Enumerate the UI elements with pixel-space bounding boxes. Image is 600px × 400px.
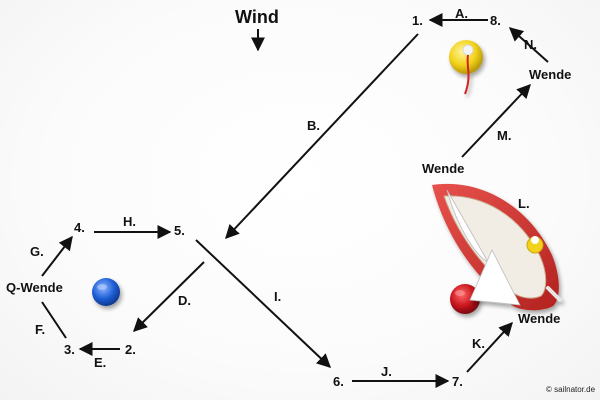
boat-rudder [546, 286, 562, 302]
point-1-label: 1. [412, 13, 423, 28]
point-7-label: 7. [452, 374, 463, 389]
wende-top-label: Wende [529, 67, 571, 82]
leg-g-arrow [41, 235, 73, 277]
leg-b-arrow [225, 33, 419, 240]
leg-k-arrow [466, 321, 513, 373]
sailboat-model [432, 183, 562, 311]
point-3-label: 3. [64, 342, 75, 357]
leg-e-label: E. [94, 355, 106, 370]
leg-d-label: D. [178, 293, 191, 308]
wende-mid-label: Wende [422, 161, 464, 176]
leg-n-label: N. [524, 37, 537, 52]
leg-k-label: K. [472, 336, 485, 351]
leg-m-arrow [461, 83, 531, 158]
point-5-label: 5. [174, 223, 185, 238]
q-wende-label: Q-Wende [6, 280, 63, 295]
leg-i-label: I. [274, 289, 281, 304]
leg-d-arrow [133, 261, 205, 332]
leg-f-arrow [41, 301, 67, 339]
leg-n-arrow [508, 27, 549, 63]
wind-title: Wind [235, 7, 279, 27]
point-4-label: 4. [74, 220, 85, 235]
point-8-label: 8. [490, 13, 501, 28]
leg-h-label: H. [123, 214, 136, 229]
copyright-credit: © sailnator.de [546, 385, 596, 394]
red-buoy [450, 284, 480, 314]
leg-a-label: A. [455, 6, 468, 21]
leg-f-label: F. [35, 322, 45, 337]
yellow-buoy [449, 40, 483, 95]
leg-m-label: M. [497, 128, 511, 143]
point-6-label: 6. [333, 374, 344, 389]
point-2-label: 2. [125, 342, 136, 357]
blue-buoy [92, 278, 120, 306]
boat-deck [443, 195, 547, 299]
leg-b-label: B. [307, 118, 320, 133]
leg-j-label: J. [381, 364, 392, 379]
leg-i-arrow [195, 239, 332, 368]
leg-l-label: L. [518, 196, 530, 211]
boat-jib [469, 249, 521, 306]
leg-g-label: G. [30, 244, 44, 259]
wende-bottom-label: Wende [518, 311, 560, 326]
